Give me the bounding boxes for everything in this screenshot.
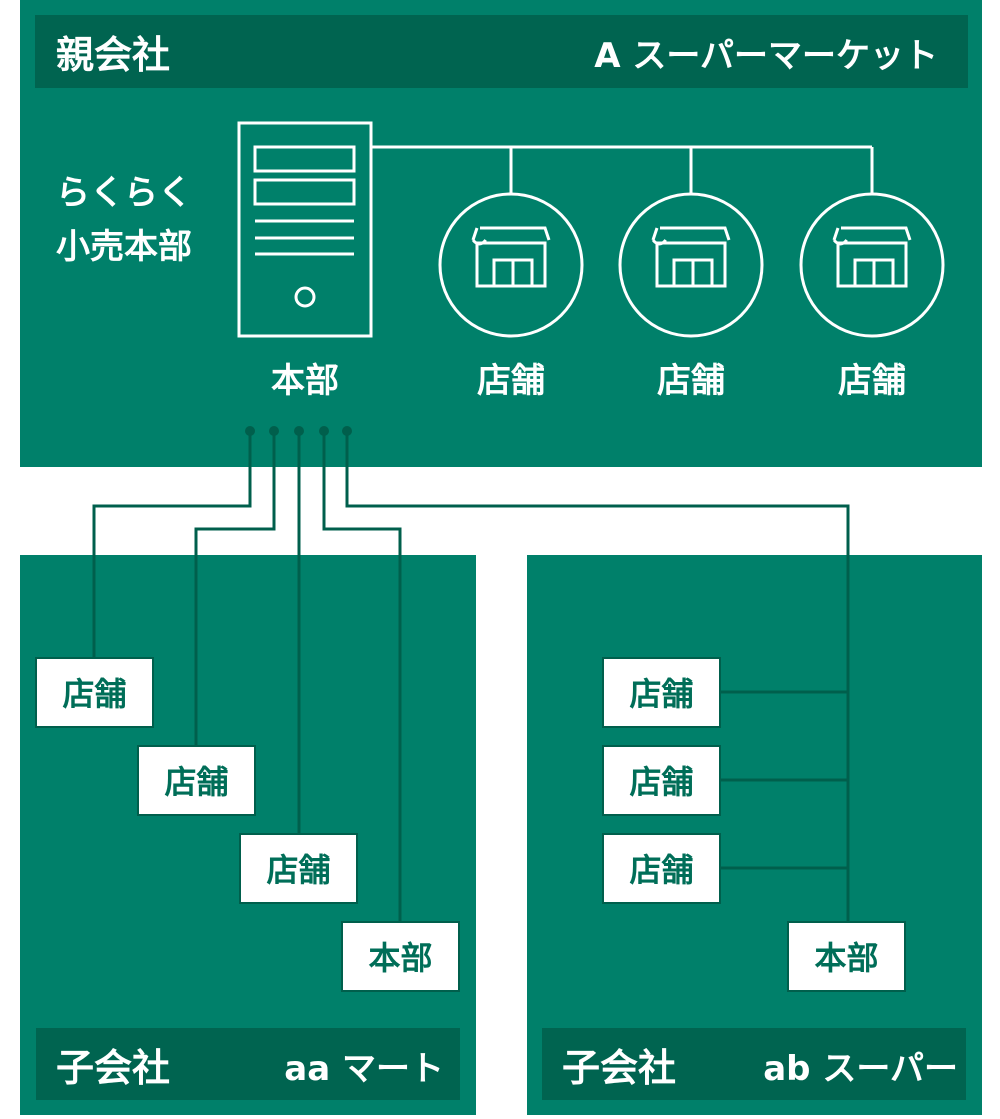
child2-company-name: ab スーパー (763, 1049, 958, 1089)
parent-company-name: A スーパーマーケット (594, 36, 938, 76)
parent-label: 親会社 (56, 33, 170, 77)
connection-lines (92, 431, 850, 922)
svg-text:本部: 本部 (368, 939, 432, 977)
svg-text:店舗: 店舗 (266, 851, 330, 889)
child1-footer-bar (36, 1028, 460, 1100)
child2-label: 子会社 (562, 1046, 676, 1090)
parent-header-bar (35, 15, 968, 88)
child1-label: 子会社 (56, 1046, 170, 1090)
child2-footer-bar (542, 1028, 966, 1100)
store-connector-lines (371, 145, 874, 193)
connection-dots (245, 426, 352, 436)
system-name-line2: 小売本部 (56, 227, 192, 267)
child1-store-box: 店舗 (239, 833, 358, 904)
svg-text:店舗: 店舗 (164, 763, 228, 801)
child2-store-box: 店舗 (602, 745, 721, 816)
store-label: 店舗 (838, 361, 906, 401)
storefront-icon (618, 192, 764, 338)
svg-text:店舗: 店舗 (62, 675, 126, 713)
svg-text:店舗: 店舗 (629, 763, 693, 801)
svg-text:店舗: 店舗 (629, 675, 693, 713)
parent-company-panel: 親会社 A スーパーマーケット らくらく 小売本部 本部 店舗 (20, 0, 982, 467)
store-label: 店舗 (657, 361, 725, 401)
svg-text:店舗: 店舗 (629, 851, 693, 889)
system-name-line1: らくらく (56, 173, 192, 213)
svg-text:本部: 本部 (814, 939, 878, 977)
child2-hq-box: 本部 (787, 921, 906, 992)
server-icon (237, 121, 373, 338)
child1-store-box: 店舗 (137, 745, 256, 816)
child1-store-box: 店舗 (35, 657, 154, 728)
child1-company-name: aa マート (284, 1049, 444, 1089)
storefront-icon (438, 192, 584, 338)
store-label: 店舗 (477, 361, 545, 401)
child1-hq-box: 本部 (341, 921, 460, 992)
hq-label: 本部 (271, 361, 339, 401)
storefront-icon (799, 192, 945, 338)
child2-store-box: 店舗 (602, 657, 721, 728)
child2-store-box: 店舗 (602, 833, 721, 904)
